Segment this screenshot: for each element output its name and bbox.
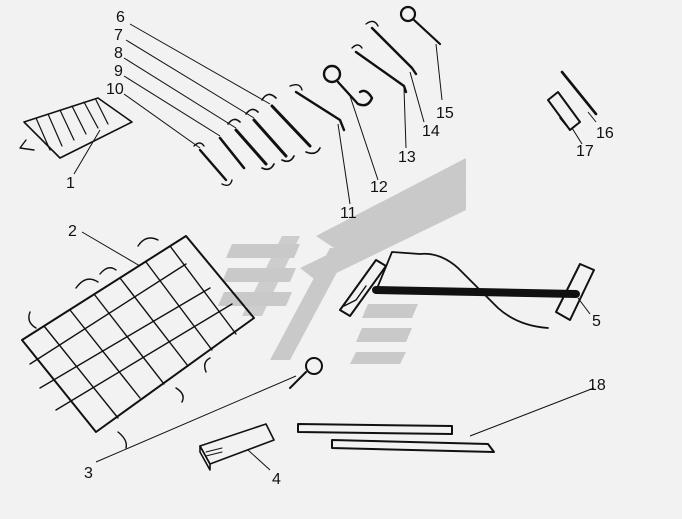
callout-15: 15 bbox=[436, 105, 454, 122]
callout-6: 6 bbox=[116, 9, 125, 26]
spare-parts-box bbox=[199, 423, 275, 471]
tool-roll-folded bbox=[19, 97, 133, 159]
tool-roll-open bbox=[21, 235, 255, 449]
callout-11: 11 bbox=[340, 205, 357, 222]
callout-4: 4 bbox=[272, 471, 281, 488]
spanners-and-pin-wrench bbox=[289, 5, 442, 132]
callout-9: 9 bbox=[114, 63, 123, 80]
callout-2: 2 bbox=[68, 223, 77, 240]
leader-lines bbox=[73, 23, 597, 471]
callout-16: 16 bbox=[596, 125, 614, 142]
air-pump bbox=[339, 251, 595, 329]
callout-1: 1 bbox=[66, 175, 75, 192]
open-end-wrenches bbox=[193, 93, 321, 187]
callout-7: 7 bbox=[114, 27, 123, 44]
callout-14: 14 bbox=[422, 123, 440, 140]
callout-10: 10 bbox=[106, 81, 124, 98]
grease-nipple-tool bbox=[289, 357, 323, 389]
watermark-logo bbox=[218, 158, 466, 364]
callout-5: 5 bbox=[592, 313, 601, 330]
callout-12: 12 bbox=[370, 179, 388, 196]
callout-13: 13 bbox=[398, 149, 416, 166]
callout-17: 17 bbox=[576, 143, 594, 160]
callout-3: 3 bbox=[84, 465, 93, 482]
socket-wrench-and-bar bbox=[547, 70, 598, 131]
callout-8: 8 bbox=[114, 45, 123, 62]
tyre-levers bbox=[297, 423, 495, 453]
callout-18: 18 bbox=[588, 377, 606, 394]
